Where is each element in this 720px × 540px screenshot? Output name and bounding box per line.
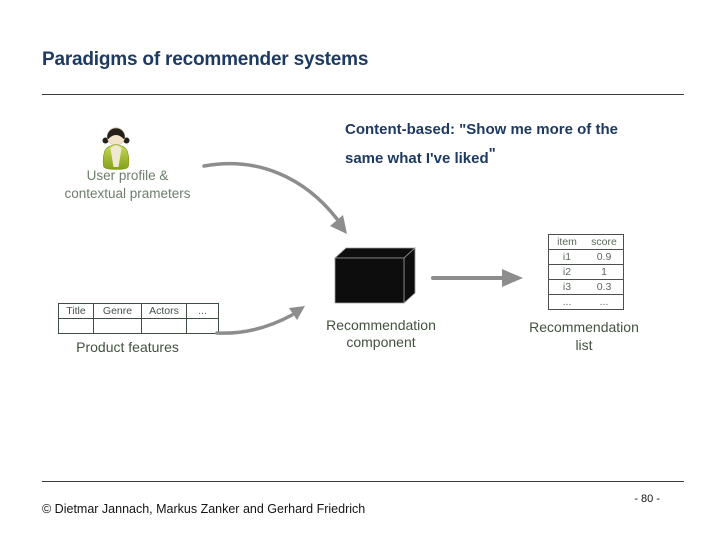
list-cell: ... — [599, 296, 609, 308]
arrow-user-to-component — [202, 161, 347, 234]
product-features-header-row: Title Genre Actors ... — [58, 303, 219, 319]
footer-copyright: © Dietmar Jannach, Markus Zanker and Ger… — [42, 502, 366, 516]
list-row: i1 0.9 — [548, 249, 624, 265]
arrow-features-to-component — [215, 306, 305, 335]
component-label-line1: Recommendation — [326, 317, 436, 333]
list-header-row: item score — [548, 234, 624, 250]
pf-empty-cell — [93, 318, 142, 334]
pf-header-actors: Actors — [141, 303, 187, 319]
list-cell: 1 — [585, 264, 624, 280]
list-cell: 0.3 — [585, 279, 624, 295]
product-features-empty-row — [58, 318, 219, 334]
list-row: i2 1 — [548, 264, 624, 280]
raised-closing-quote: " — [488, 145, 496, 162]
recommendation-component-box — [333, 247, 417, 304]
list-cell: 0.9 — [585, 249, 624, 265]
pf-empty-cell — [186, 318, 219, 334]
slide-title: Paradigms of recommender systems — [42, 49, 369, 70]
pf-empty-cell — [141, 318, 187, 334]
list-label-line1: Recommendation — [529, 319, 639, 335]
list-row: i3 0.3 — [548, 279, 624, 295]
list-header-score: score — [585, 234, 624, 250]
list-header-item: item — [548, 234, 585, 250]
user-profile-label-line1: User profile & — [86, 168, 169, 183]
content-based-text: Content-based: "Show me more of the same… — [345, 115, 618, 173]
footer-page-number: - 80 - — [634, 493, 660, 505]
arrow-component-to-list — [431, 269, 523, 287]
list-label-line2: list — [575, 337, 593, 353]
product-features-table: Title Genre Actors ... — [58, 303, 219, 334]
user-icon — [102, 127, 130, 170]
list-row: ... ... — [549, 295, 624, 310]
list-cell: i2 — [548, 264, 585, 280]
content-based-line1: Content-based: "Show me more of the — [345, 121, 618, 138]
list-cell: i3 — [548, 279, 585, 295]
pf-header-title: Title — [58, 303, 94, 319]
user-profile-label: User profile & contextual prameters — [30, 167, 225, 203]
list-cell: ... — [562, 296, 572, 308]
recommendation-component-label: Recommendation component — [300, 317, 462, 351]
footer-divider — [42, 481, 684, 482]
user-profile-label-line2: contextual prameters — [64, 186, 191, 201]
content-based-line2: same what I've liked" — [345, 145, 496, 167]
product-features-label: Product features — [76, 339, 179, 355]
component-label-line2: component — [346, 334, 416, 350]
pf-header-more: ... — [186, 303, 219, 319]
pf-header-genre: Genre — [93, 303, 142, 319]
list-cell: i1 — [548, 249, 585, 265]
recommendation-list-table: item score i1 0.9 i2 1 i3 0.3 ... ... — [548, 234, 624, 310]
recommendation-list-label: Recommendation list — [506, 318, 662, 354]
pf-empty-cell — [58, 318, 94, 334]
title-divider — [42, 94, 684, 95]
